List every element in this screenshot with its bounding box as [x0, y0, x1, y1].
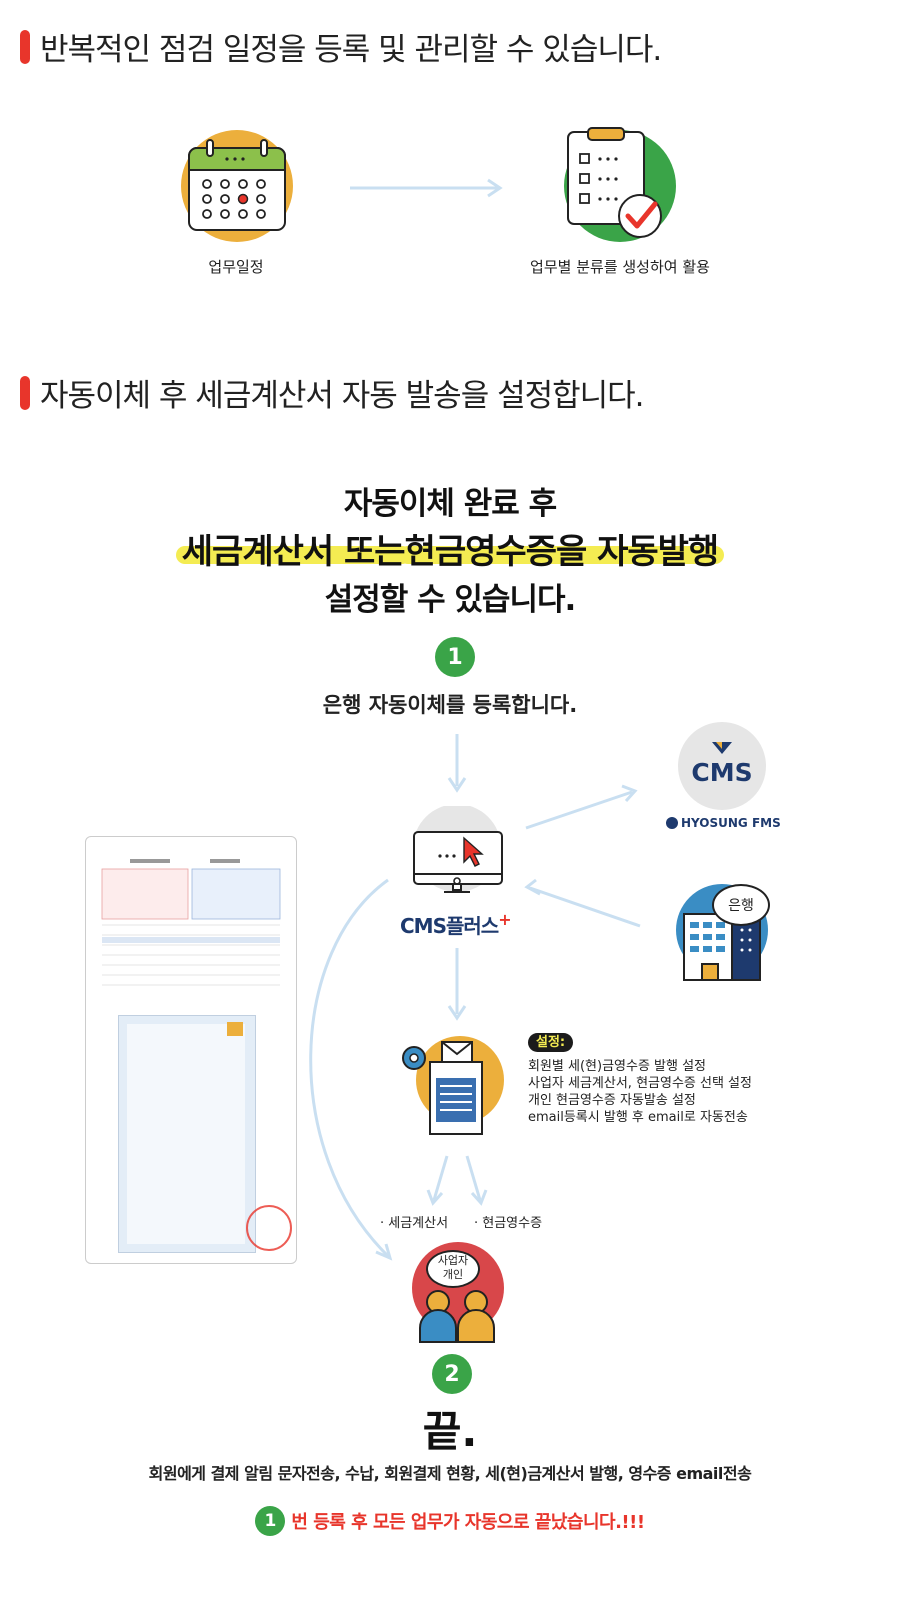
footer-line: 1 번 등록 후 모든 업무가 자동으로 끝났습니다.!!! [0, 1506, 900, 1536]
seal-stamp [246, 1205, 292, 1251]
hyosung-mark-icon [666, 817, 678, 829]
footer-text: 번 등록 후 모든 업무가 자동으로 끝났습니다.!!! [291, 1512, 645, 1533]
invoice-preview [85, 836, 297, 1264]
bank-speech-bubble: 은행 [712, 884, 770, 926]
monitor-cursor-icon [413, 806, 503, 893]
red-bar-marker [20, 375, 30, 410]
settings-line: 개인 현금영수증 자동발송 설정 [528, 1093, 696, 1108]
output-cash-receipt: · 현금영수증 [474, 1216, 543, 1231]
settings-block: 설정: 회원별 세(현)금영수증 발행 설정 사업자 세금계산서, 현금영수증 … [528, 1031, 752, 1126]
section2-title: 자동이체 후 세금계산서 자동 발송을 설정합니다. [20, 370, 645, 415]
document-email-gear-icon [402, 1036, 504, 1135]
footer-number-badge: 1 [255, 1506, 286, 1536]
headline-line2: 세금계산서 또는 현금영수증을 자동발행 [0, 524, 900, 573]
headline-line3: 설정할 수 있습니다. [324, 582, 577, 618]
receipt-stamp-mark [227, 1022, 243, 1036]
checklist-icon [564, 127, 676, 242]
output-tax-invoice: · 세금계산서 [380, 1216, 449, 1231]
cms-chevron-icon [712, 742, 732, 754]
settings-line: email등록시 발행 후 email로 자동전송 [528, 1110, 748, 1125]
cash-receipt-body [127, 1024, 245, 1244]
cash-receipt-thumbnail [118, 1015, 256, 1253]
hyosung-brand: HYOSUNG FMS [666, 816, 781, 830]
section1-title: 반복적인 점검 일정을 등록 및 관리할 수 있습니다. [20, 24, 662, 69]
settings-line: 회원별 세(현)금영수증 발행 설정 [528, 1059, 707, 1074]
red-bar-marker [20, 29, 30, 64]
settings-line: 사업자 세금계산서, 현금영수증 선택 설정 [528, 1076, 752, 1091]
headline-highlight-b: 현금영수증을 자동발행 [398, 524, 724, 573]
calendar-icon [181, 130, 293, 242]
end-description: 회원에게 결제 알림 문자전송, 수납, 회원결제 현황, 세(현)금계산서 발… [148, 1464, 752, 1483]
headline-highlight-a: 세금계산서 또는 [175, 524, 411, 573]
cms-plus-logo: CMS플러스+ [400, 910, 512, 938]
end-title: 끝. [422, 1407, 478, 1456]
settings-label: 설정: [528, 1033, 574, 1052]
step1-text: 은행 자동이체를 등록합니다. [322, 693, 578, 717]
right-caption: 업무별 분류를 생성하여 활용 [530, 258, 710, 276]
arrow-right-icon [350, 178, 503, 198]
headline-line1: 자동이체 완료 후 [343, 486, 557, 522]
people-speech-bubble: 사업자 개인 [426, 1250, 480, 1288]
step2-badge: 2 [432, 1354, 472, 1394]
flow-arrows [309, 734, 641, 1261]
left-caption: 업무일정 [208, 258, 264, 276]
cms-logo-text: CMS [691, 758, 753, 787]
cms-logo: CMS [678, 722, 766, 810]
step1-badge: 1 [435, 637, 475, 677]
tax-invoice-thumbnail [100, 855, 282, 999]
